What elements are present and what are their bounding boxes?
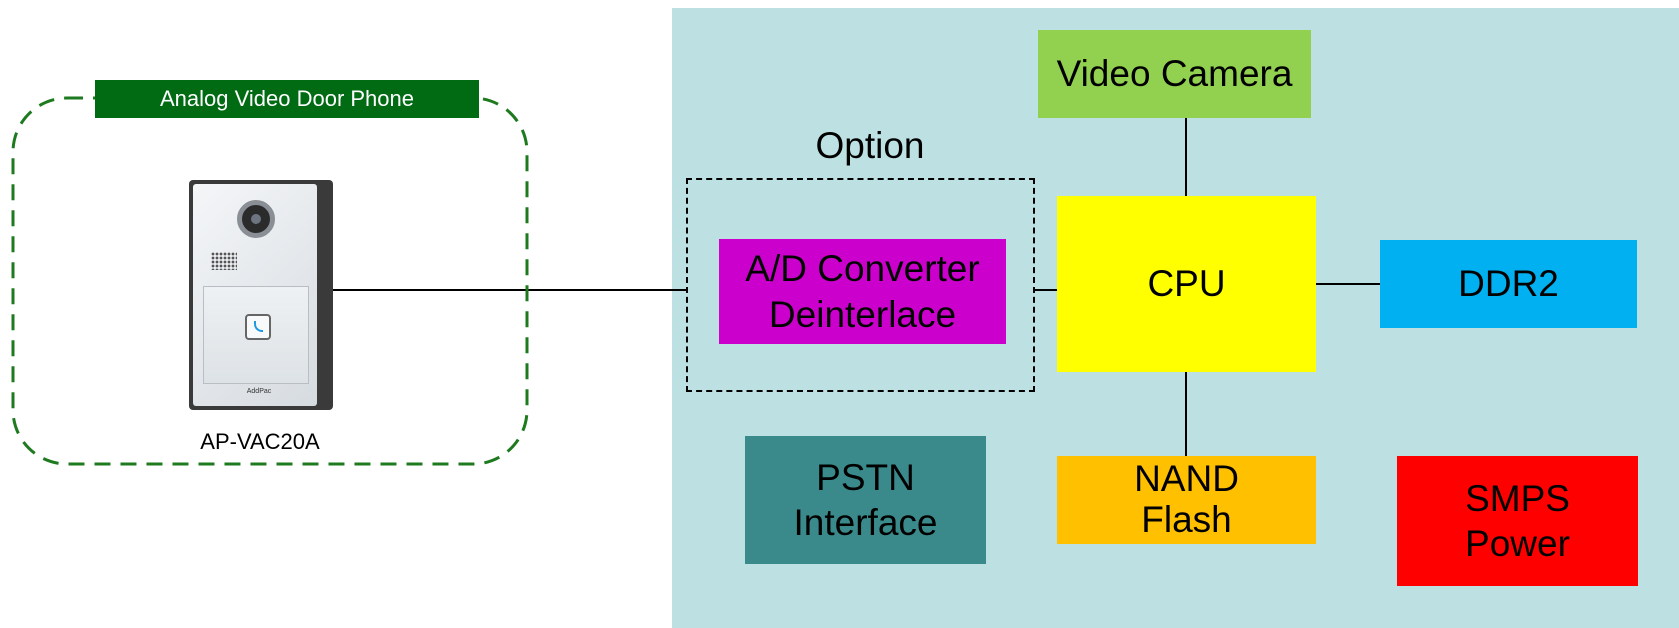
option-group-border bbox=[686, 178, 1035, 392]
power-label: Power bbox=[1465, 523, 1570, 564]
cpu-block: CPU bbox=[1057, 196, 1316, 372]
ad-converter-block: A/D Converter Deinterlace bbox=[719, 239, 1006, 344]
door-phone-model-label: AP-VAC20A bbox=[200, 428, 320, 454]
interface-label: Interface bbox=[793, 502, 938, 543]
smps-label: SMPS bbox=[1465, 477, 1570, 519]
smps-power-block: SMPS Power bbox=[1397, 456, 1638, 586]
camera-lens-icon bbox=[237, 200, 275, 238]
video-camera-block: Video Camera bbox=[1038, 30, 1311, 118]
door-phone-group-title: Analog Video Door Phone bbox=[95, 80, 479, 118]
door-phone-device-image: AddPac bbox=[189, 180, 333, 410]
call-button-icon bbox=[245, 314, 271, 340]
nand-label: NAND bbox=[1134, 458, 1239, 500]
option-group-label: Option bbox=[815, 125, 925, 167]
ddr2-label: DDR2 bbox=[1458, 263, 1559, 305]
ad-converter-label: A/D Converter bbox=[745, 248, 980, 290]
ddr2-block: DDR2 bbox=[1380, 240, 1637, 328]
flash-label: Flash bbox=[1141, 499, 1232, 540]
pstn-interface-block: PSTN Interface bbox=[745, 436, 986, 564]
pstn-label: PSTN bbox=[816, 456, 915, 498]
speaker-grille-icon bbox=[211, 252, 237, 270]
device-brand-label: AddPac bbox=[246, 388, 272, 395]
cpu-label: CPU bbox=[1147, 263, 1226, 305]
deinterlace-label: Deinterlace bbox=[768, 293, 957, 335]
video-camera-label: Video Camera bbox=[1056, 53, 1293, 95]
nand-flash-block: NAND Flash bbox=[1057, 456, 1316, 544]
